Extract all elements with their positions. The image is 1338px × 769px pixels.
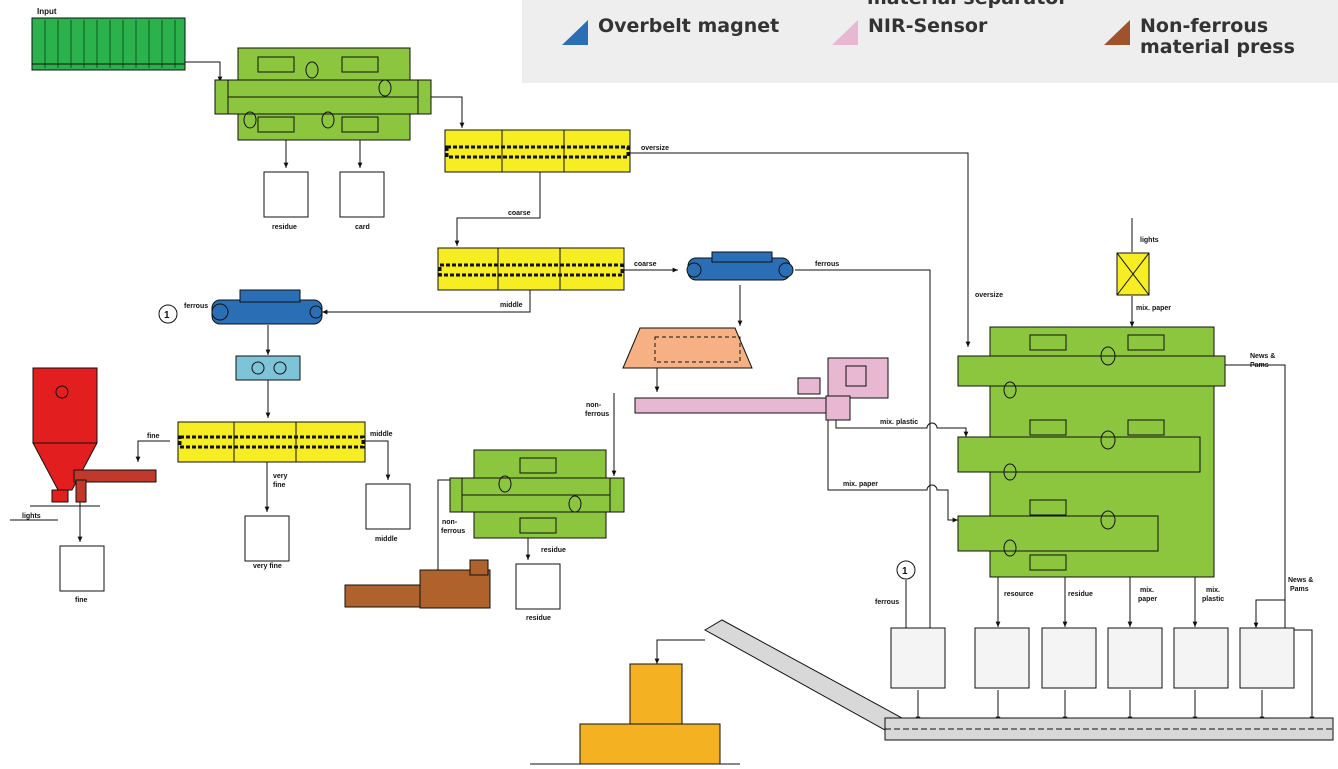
label-mix-plastic-1: mix. plastic <box>880 419 918 426</box>
label-very-fine-b: fine <box>273 482 286 489</box>
label-middle-3: middle <box>375 536 398 543</box>
overbelt-magnet-left <box>211 289 323 325</box>
label-news-pams-2b: Pams <box>1290 586 1309 593</box>
input-conveyor <box>31 17 186 71</box>
container-very-fine <box>244 515 290 562</box>
label-coarse-1: coarse <box>508 210 531 217</box>
input-label: Input <box>37 7 57 16</box>
label-card: card <box>355 224 370 231</box>
circle-ref-left: 1 <box>158 304 178 324</box>
label-non-ferrous-1b: ferrous <box>585 411 609 418</box>
label-mix-paper-3b: paper <box>1138 596 1157 603</box>
flow-lines <box>10 61 1315 722</box>
bunker-mix-paper <box>1107 627 1163 689</box>
drum-screen-2 <box>437 247 625 291</box>
legend-label-overbelt-magnet: Overbelt magnet <box>598 15 780 37</box>
container-middle <box>365 483 411 530</box>
flow-labels: oversize coarse coarse middle ferrous fe… <box>22 145 1313 622</box>
drum-screen-3 <box>177 421 366 463</box>
label-residue-1: residue <box>272 224 297 231</box>
ballistic-separator-top <box>214 47 432 141</box>
baler <box>530 663 740 765</box>
label-ferrous-1: ferrous <box>815 261 839 268</box>
label-oversize-1: oversize <box>641 145 669 152</box>
ballistic-separator-large <box>957 326 1226 578</box>
label-mix-plastic-3b: plastic <box>1202 596 1224 603</box>
label-very-fine-bin: very fine <box>253 563 282 570</box>
bunker-news-pams <box>1239 627 1295 689</box>
label-mix-plastic-3a: mix. <box>1206 587 1220 594</box>
label-mix-paper-2: mix. paper <box>843 481 878 488</box>
legend: Overbelt magnet NIR-Sensor Non-ferrous m… <box>522 0 1338 83</box>
legend-item-non-ferrous-press: Non-ferrous material press <box>1104 16 1295 58</box>
container-card <box>339 171 385 218</box>
bunker-ferrous <box>890 627 946 689</box>
circle-ref-right: 1 <box>896 560 916 580</box>
label-ferrous-3: ferrous <box>875 599 899 606</box>
label-residue-3: residue <box>526 615 551 622</box>
conveyor-bottom <box>703 619 1334 741</box>
overbelt-magnet-icon <box>562 20 588 45</box>
legend-label-nir-sensor: NIR-Sensor <box>868 15 988 37</box>
legend-label-non-ferrous-press: Non-ferrous material press <box>1140 15 1295 58</box>
label-oversize-2: oversize <box>975 292 1003 299</box>
circle-ref-right-label: 1 <box>902 566 908 577</box>
container-fine <box>59 545 105 592</box>
label-middle-1: middle <box>500 302 523 309</box>
label-lights-2: lights <box>22 513 41 520</box>
containers <box>59 171 561 610</box>
drum-screen-1 <box>444 129 631 173</box>
bunker-mix-plastic <box>1173 627 1229 689</box>
label-non-ferrous-1a: non- <box>586 402 602 409</box>
label-news-pams-2a: News & <box>1288 577 1313 584</box>
eddy-current-separator <box>622 327 753 369</box>
silo <box>30 367 157 507</box>
label-lights-1: lights <box>1140 237 1159 244</box>
non-ferrous-press <box>344 559 491 609</box>
legend-partial-label: material separator <box>867 0 1068 9</box>
label-ferrous-2: ferrous <box>184 303 208 310</box>
label-fine-1: fine <box>147 433 160 440</box>
nir-sensor-icon <box>832 20 858 45</box>
label-news-pams-1: News & <box>1250 353 1275 360</box>
label-residue-4: residue <box>1068 591 1093 598</box>
circle-ref-left-label: 1 <box>164 310 170 321</box>
label-non-ferrous-2a: non- <box>442 519 458 526</box>
label-coarse-2: coarse <box>634 261 657 268</box>
overbelt-magnet-right <box>686 251 794 281</box>
label-mix-paper-1: mix. paper <box>1136 305 1171 312</box>
container-residue-2 <box>515 563 561 610</box>
small-blue-unit <box>235 355 301 381</box>
bunker-resource <box>974 627 1030 689</box>
legend-item-nir-sensor: NIR-Sensor <box>832 16 987 45</box>
label-news-pams-1b: Pams <box>1250 362 1269 369</box>
bunkers <box>890 627 1295 689</box>
label-non-ferrous-2b: ferrous <box>441 528 465 535</box>
label-residue-2: residue <box>541 547 566 554</box>
lights-hopper <box>1116 252 1150 296</box>
label-resource: resource <box>1004 591 1034 598</box>
legend-item-overbelt-magnet: Overbelt magnet <box>562 16 779 45</box>
bunker-residue <box>1041 627 1097 689</box>
nir-sensor <box>634 357 889 421</box>
label-mix-paper-3a: mix. <box>1140 587 1154 594</box>
label-very-fine-a: very <box>273 473 288 480</box>
label-middle-2: middle <box>370 431 393 438</box>
container-residue-1 <box>263 171 309 218</box>
ballistic-separator-middle <box>449 449 625 539</box>
non-ferrous-press-icon <box>1104 20 1130 45</box>
label-fine-2: fine <box>75 597 88 604</box>
